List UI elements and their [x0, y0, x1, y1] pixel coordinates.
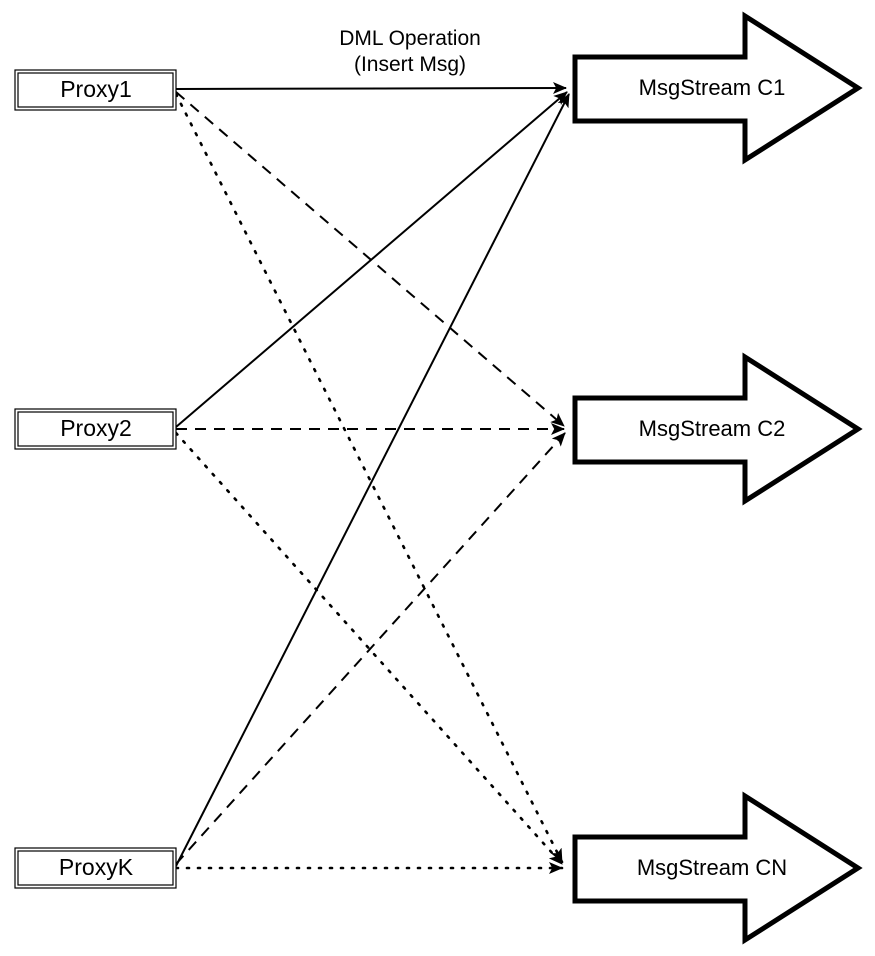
- proxy-node-proxy2[interactable]: Proxy2: [14, 408, 177, 450]
- stream-node-c2[interactable]: MsgStream C2: [572, 352, 863, 506]
- stream-node-c1[interactable]: MsgStream C1: [572, 11, 863, 165]
- proxyk-label: ProxyK: [59, 854, 134, 880]
- proxy1-box-inner: [17, 72, 174, 108]
- proxy2-label: Proxy2: [60, 415, 132, 441]
- stream-c2-label: MsgStream C2: [639, 416, 786, 441]
- edge-proxy1-to-stream-cn[interactable]: [174, 92, 564, 864]
- edge-label-line2: (Insert Msg): [354, 53, 466, 76]
- edge-proxy1-to-stream-c2[interactable]: [175, 91, 565, 427]
- proxy-node-proxy1[interactable]: Proxy1: [14, 69, 177, 111]
- stream-c2-arrow-shape: [572, 352, 863, 506]
- edge-proxy1-to-stream-c1[interactable]: [175, 82, 567, 95]
- stream-cn-arrow-shape: [572, 791, 863, 945]
- edge-label-line1: DML Operation: [339, 27, 481, 50]
- stream-node-cn[interactable]: MsgStream CN: [572, 791, 863, 945]
- proxy2-box-inner: [17, 411, 174, 447]
- stream-c1-label: MsgStream C1: [639, 75, 786, 100]
- stream-cn-label: MsgStream CN: [637, 855, 787, 880]
- edge-label-dml-operation: DML Operation (Insert Msg): [339, 27, 481, 76]
- edge-proxyk-to-stream-c1[interactable]: [175, 93, 570, 867]
- proxyk-box-inner: [17, 850, 174, 886]
- edge-layer: [174, 82, 570, 874]
- edge-proxy2-to-stream-c1[interactable]: [175, 91, 568, 428]
- proxy1-label: Proxy1: [60, 76, 132, 102]
- stream-c1-arrow-shape: [572, 11, 863, 165]
- edge-proxyk-to-stream-c2[interactable]: [175, 432, 566, 865]
- edge-proxy2-to-stream-cn[interactable]: [174, 431, 564, 866]
- proxy-node-proxyk[interactable]: ProxyK: [14, 847, 177, 889]
